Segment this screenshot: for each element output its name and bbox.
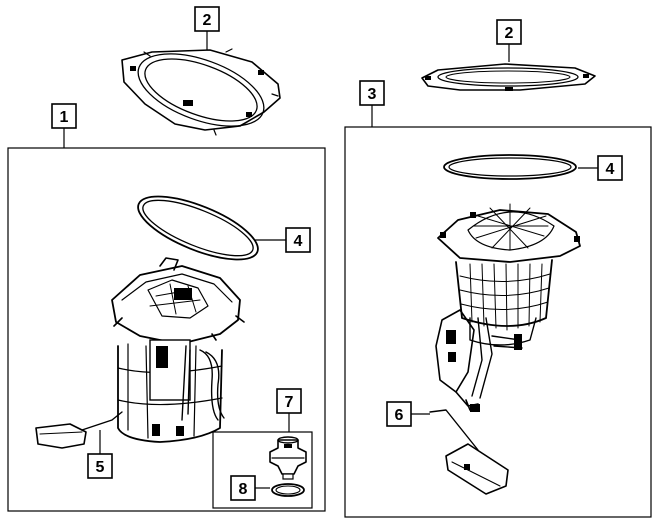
lock-ring-right [421,63,596,91]
callout-1: 1 [51,103,77,129]
assembly-1-frame [7,147,326,512]
callout-8: 8 [230,475,256,501]
callout-6-label: 6 [395,407,404,424]
callout-2-left: 2 [194,6,220,32]
callout-2-right-label: 2 [505,25,514,42]
callout-3-label: 3 [368,86,377,103]
callout-1-label: 1 [60,109,69,126]
callout-2-right: 2 [496,19,522,45]
callout-5-label: 5 [96,459,105,476]
callout-8-label: 8 [239,481,248,498]
fuel-pump-module-right [429,203,581,495]
o-ring [271,483,305,497]
callout-2-left-label: 2 [203,12,212,29]
callout-4-right-label: 4 [606,161,615,178]
callout-7-label: 7 [285,394,294,411]
callout-4-left-label: 4 [294,233,303,250]
callout-3: 3 [359,80,385,106]
seal-left [137,195,259,261]
lock-ring-left [121,48,281,136]
callout-5: 5 [87,453,113,479]
callout-6: 6 [386,401,412,427]
kit-7-frame [212,431,313,509]
pressure-regulator [269,436,307,480]
seal-right [443,154,577,180]
callout-7: 7 [276,388,302,414]
callout-4-left: 4 [285,227,311,253]
fuel-pump-module-left [35,257,245,449]
assembly-3-frame [344,126,652,518]
callout-4-right: 4 [597,155,623,181]
